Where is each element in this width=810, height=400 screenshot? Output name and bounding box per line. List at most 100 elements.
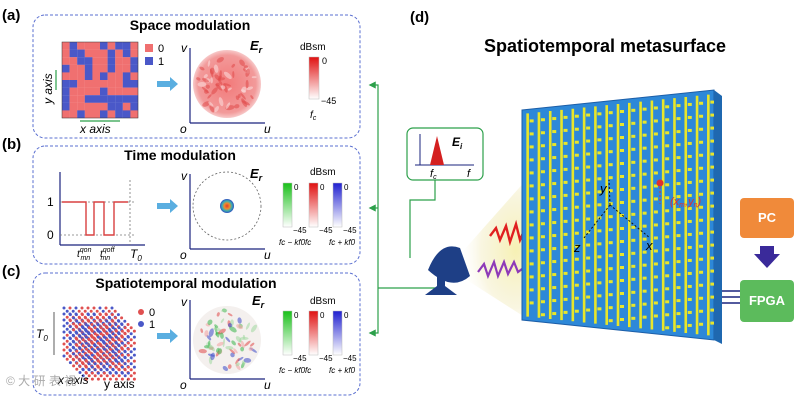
coding-cell — [100, 95, 108, 103]
meta-cell-stub — [540, 170, 545, 174]
cube-dot — [90, 359, 94, 363]
panel-b-title: Time modulation — [124, 147, 236, 163]
meta-cell-stub — [631, 121, 636, 125]
meta-cell-stub — [540, 209, 545, 213]
cube-dot — [105, 326, 109, 330]
cb-min-2: −45 — [343, 354, 357, 363]
coding-cell — [115, 87, 123, 96]
coding-cell — [84, 102, 93, 111]
meta-cell-stub — [710, 295, 715, 299]
coding-cell — [130, 72, 139, 81]
cube-dot — [72, 346, 76, 350]
speckle-blob — [225, 102, 231, 109]
meta-cell-stub — [687, 219, 692, 223]
coding-cell — [92, 57, 101, 65]
cube-dot — [105, 362, 109, 366]
cube-dot — [75, 319, 79, 323]
cube-dot — [102, 329, 106, 333]
meta-cell-stub — [620, 214, 624, 217]
meta-cell-stub — [563, 245, 568, 249]
o-label: o — [180, 378, 187, 392]
cube-dot — [102, 353, 106, 357]
meta-cell-stub — [597, 190, 602, 194]
cube-dot — [68, 331, 72, 335]
speckle-blob — [210, 352, 215, 361]
speckle-blob — [251, 76, 257, 79]
cube-dot — [132, 341, 136, 345]
cube-dot — [108, 335, 112, 339]
meta-cell-stub — [665, 183, 670, 187]
meta-cell-stub — [574, 114, 579, 118]
cube-dot — [93, 350, 97, 354]
meta-cell-stub — [563, 219, 568, 223]
meta-cell-stub — [620, 175, 624, 178]
cube-dot — [68, 313, 72, 317]
meta-cell-stub — [631, 108, 636, 112]
cube-dot — [129, 350, 133, 354]
cube-dot — [96, 359, 100, 363]
cube-dot — [84, 341, 88, 345]
speckle-blob — [207, 60, 211, 67]
meta-cell-stub — [620, 227, 624, 230]
speckle-blob — [213, 64, 219, 73]
coding-cell — [77, 95, 85, 103]
speckle-blob — [248, 347, 254, 351]
cube-dot — [132, 353, 136, 357]
pc-to-fpga-arrow — [754, 246, 780, 268]
colorbar-carrier — [308, 182, 319, 228]
space-coding-matrix — [62, 42, 139, 119]
cb-freq-0: fc − kf0 — [279, 238, 306, 247]
axis-y-line — [608, 179, 611, 206]
cube-dot — [80, 313, 84, 317]
cube-dot — [113, 309, 117, 313]
cube-dot — [117, 350, 121, 354]
meta-cell-stub — [529, 197, 534, 201]
meta-cell-stub — [574, 140, 579, 144]
meta-cell-stub — [597, 294, 602, 298]
meta-cell-stub — [574, 283, 579, 287]
meta-cell-stub — [563, 180, 568, 184]
wave-purple — [477, 258, 527, 280]
meta-cell-stub — [653, 171, 658, 175]
coding-cell — [100, 42, 108, 50]
watermark: © 大 研 表 视 — [6, 373, 76, 388]
speckle-blob — [227, 87, 232, 91]
cube-dot — [110, 313, 114, 317]
cube-dot — [120, 316, 124, 320]
meta-cell-stub — [665, 196, 670, 200]
meta-cell-stub — [687, 206, 692, 210]
cube-dot — [65, 333, 69, 337]
cb-title: dBsm — [310, 167, 336, 178]
meta-cell-stub — [710, 152, 715, 156]
cube-dot — [129, 338, 133, 342]
speckle-blob — [234, 104, 240, 109]
cb-min-1: −45 — [319, 226, 333, 235]
meta-cell-stub — [699, 270, 704, 274]
speckle-blob — [199, 66, 205, 71]
cube-dot — [86, 313, 90, 317]
T0-label: T0 — [36, 327, 48, 343]
meta-cell-stub — [529, 301, 534, 305]
meta-cell-stub — [642, 146, 647, 150]
cube-dot — [81, 326, 85, 330]
cube-dot — [99, 344, 103, 348]
cube-dot — [129, 332, 133, 336]
cb-max: 0 — [322, 56, 327, 66]
horn-stand — [425, 283, 457, 295]
x-axis-label: x axis — [79, 122, 111, 136]
cube-dot — [132, 347, 136, 351]
cube-dot — [105, 332, 109, 336]
speckle-blob — [206, 334, 212, 341]
o-label: o — [180, 122, 187, 136]
cube-dot — [81, 319, 85, 323]
y-axis-label: y axis — [104, 377, 135, 391]
coding-cell — [107, 64, 116, 73]
coding-cell — [69, 110, 78, 119]
meta-cell-stub — [608, 150, 613, 154]
coding-cell — [62, 49, 70, 58]
cube-dot — [108, 371, 112, 375]
speckle-blob — [197, 81, 207, 87]
speckle-blob — [204, 345, 210, 349]
